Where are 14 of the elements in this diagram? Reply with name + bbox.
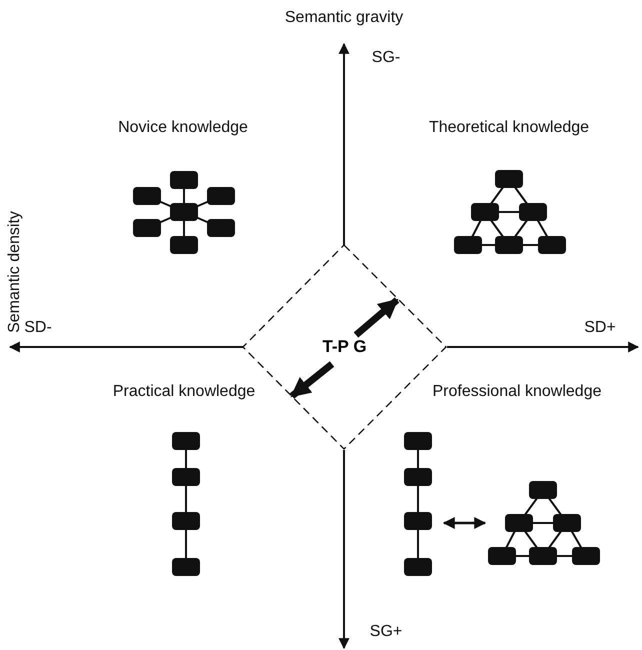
axis-end-label: SG- [372, 49, 400, 67]
network-drawing [488, 481, 600, 565]
quadrant-label: Practical knowledge [112, 383, 256, 401]
chain-drawing [404, 432, 432, 576]
quadrant-label: Theoretical knowledge [428, 119, 590, 137]
quadrant-label: Professional knowledge [432, 383, 602, 401]
axis-end-label: SD- [24, 319, 52, 337]
axis-title: Semantic gravity [284, 9, 404, 27]
double-arrow [442, 517, 486, 529]
axis-title: Semantic density [6, 211, 24, 333]
axis-end-label: SD+ [584, 319, 616, 337]
axis-end-label: SG+ [370, 623, 402, 641]
center-label: T-P G [322, 337, 367, 357]
quadrant-label: Novice knowledge [118, 119, 248, 137]
